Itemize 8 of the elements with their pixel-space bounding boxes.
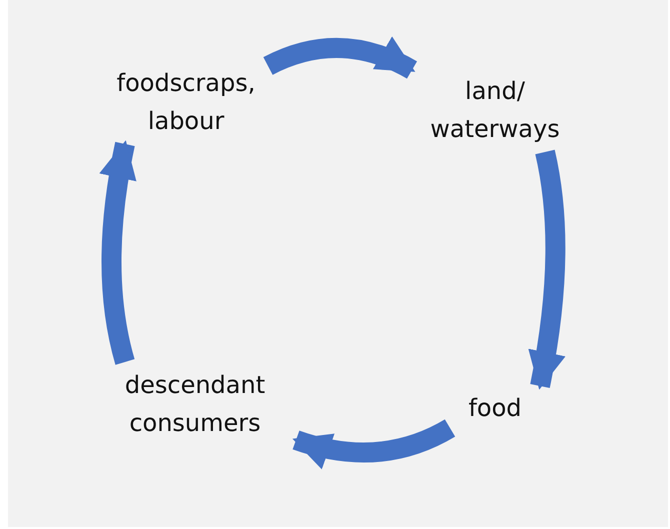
- stage-label: foodscraps, labour: [100, 62, 272, 142]
- stage-label: descendant consumers: [95, 362, 295, 446]
- curved-arrow: [100, 140, 137, 365]
- stage-label: food: [445, 388, 545, 428]
- curved-arrow: [292, 419, 455, 469]
- curved-arrow: [528, 150, 566, 390]
- curved-arrow: [264, 37, 417, 79]
- stage-label: land/ waterways: [410, 68, 580, 152]
